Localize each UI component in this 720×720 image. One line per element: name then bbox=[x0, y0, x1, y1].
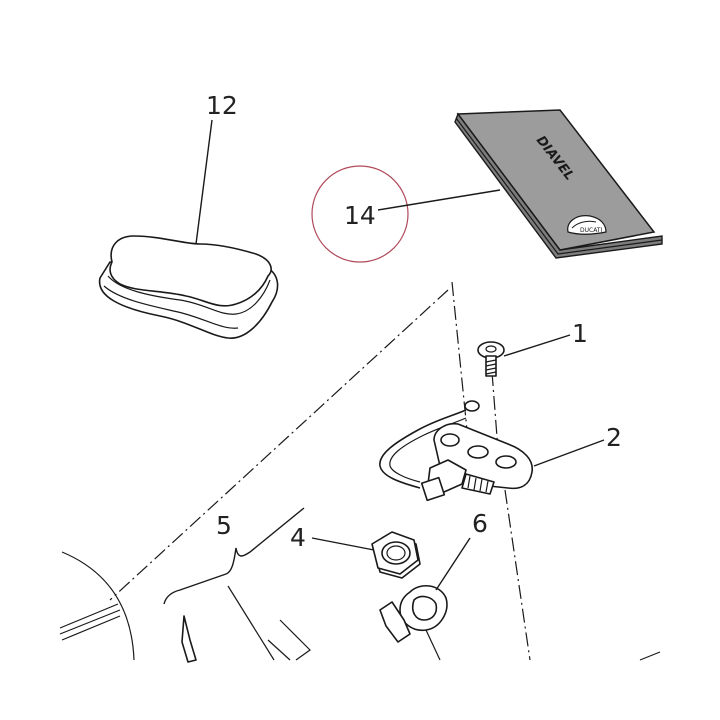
callout-2: 2 bbox=[606, 423, 622, 452]
group-inner-line bbox=[227, 585, 275, 661]
part-4-hex-nut bbox=[371, 531, 421, 579]
booklet-page-line-1 bbox=[455, 117, 663, 255]
cushion-seam-2 bbox=[103, 285, 239, 329]
highlight-circle bbox=[311, 165, 409, 263]
booklet-badge-text: DUCATI bbox=[580, 227, 603, 234]
leader-14 bbox=[377, 189, 501, 211]
group-bracket-line bbox=[163, 507, 305, 605]
ring-tail bbox=[425, 629, 441, 661]
cable-end-ring bbox=[464, 400, 480, 412]
leader-2 bbox=[533, 439, 605, 467]
center-lines bbox=[109, 281, 531, 661]
part-1-screw bbox=[477, 341, 505, 377]
callout-12: 12 bbox=[206, 91, 238, 120]
leader-6 bbox=[435, 537, 471, 591]
bracket-hole-2 bbox=[467, 445, 489, 459]
lower-piece bbox=[267, 619, 311, 661]
cushion-top bbox=[109, 235, 272, 307]
axle-lines bbox=[59, 603, 121, 641]
right-edge-line bbox=[639, 651, 661, 661]
bracket-hole-1 bbox=[440, 433, 460, 447]
ring-inner bbox=[411, 595, 438, 621]
leader-4 bbox=[311, 537, 375, 551]
ducati-shield-icon bbox=[567, 215, 607, 235]
screw-socket bbox=[485, 345, 497, 353]
part-2-bracket-assembly bbox=[379, 400, 533, 502]
centerline-lower bbox=[504, 489, 531, 661]
callout-1: 1 bbox=[572, 319, 588, 348]
connector-plug bbox=[420, 476, 446, 502]
bolt-small bbox=[181, 615, 197, 663]
leader-12 bbox=[195, 119, 213, 245]
wheel-arc bbox=[61, 551, 135, 661]
leader-1 bbox=[503, 334, 571, 357]
callout-4: 4 bbox=[290, 523, 306, 552]
leaders bbox=[195, 119, 605, 591]
screw-thread bbox=[485, 359, 497, 375]
bracket-hole-3 bbox=[495, 455, 517, 469]
part-12-cushion bbox=[98, 235, 279, 339]
centerline-screw-vertical bbox=[451, 281, 469, 441]
connector-ribs bbox=[467, 475, 489, 493]
callout-14: 14 bbox=[344, 201, 376, 230]
part-14-booklet: DIAVEL DUCATI bbox=[454, 109, 663, 259]
part-5-group bbox=[59, 507, 661, 663]
booklet-cover bbox=[456, 109, 656, 251]
centerline-diagonal bbox=[109, 289, 449, 601]
nut-hole-inner bbox=[386, 545, 406, 561]
part-6-clip-ring bbox=[379, 585, 448, 661]
ring-tab bbox=[379, 601, 411, 643]
centerline-screw-axis bbox=[491, 371, 499, 451]
callout-5: 5 bbox=[216, 511, 232, 540]
callout-6: 6 bbox=[472, 509, 488, 538]
cushion-seam bbox=[107, 275, 271, 315]
nut-hole bbox=[381, 541, 411, 565]
